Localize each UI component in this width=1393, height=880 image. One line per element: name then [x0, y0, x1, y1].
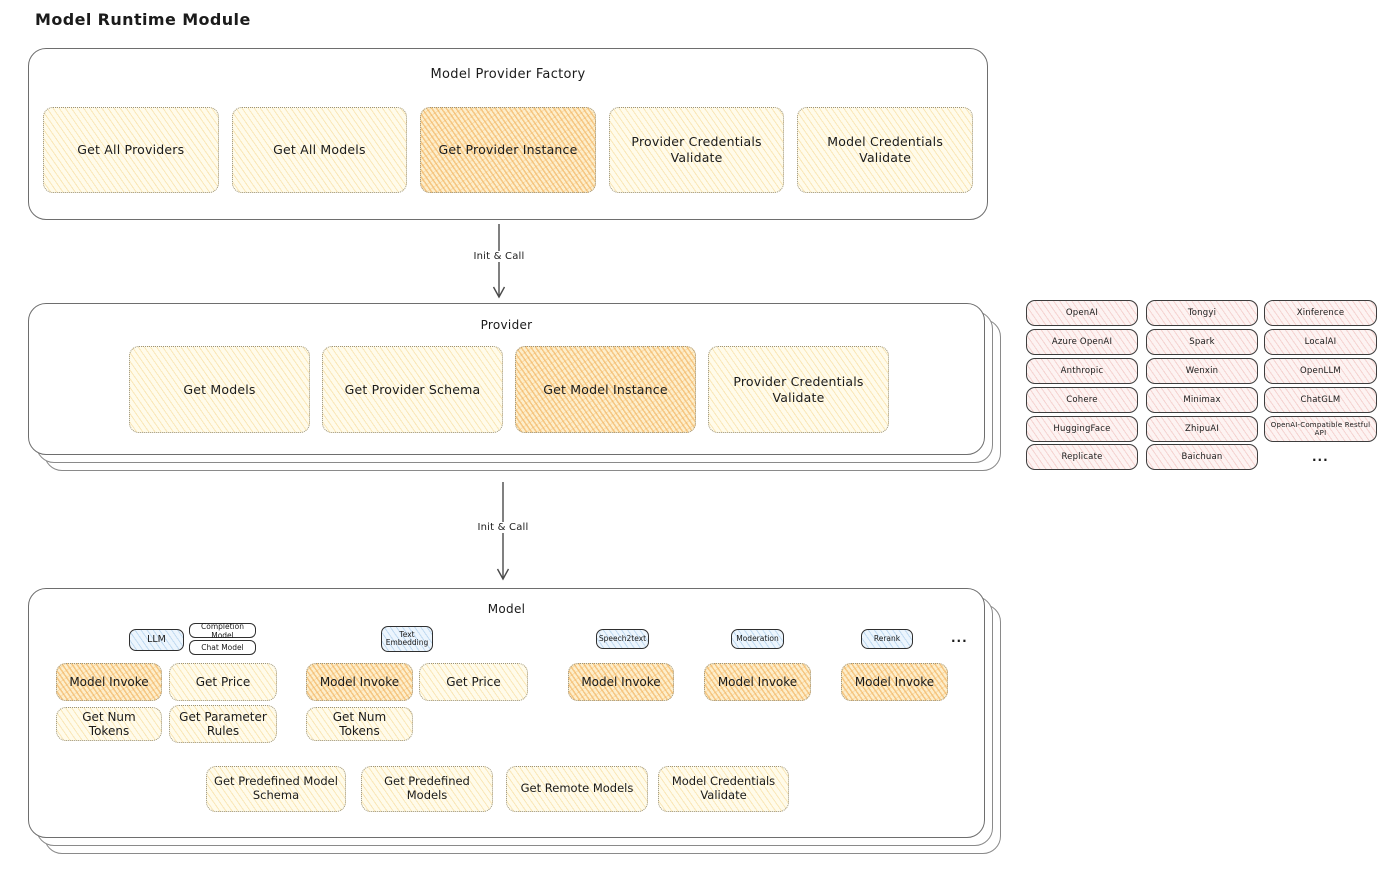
get-provider-instance-node: Get Provider Instance: [420, 107, 596, 193]
provider-chip-xinference: Xinference: [1264, 300, 1377, 326]
provider-list: OpenAI Azure OpenAI Anthropic Cohere Hug…: [1026, 300, 1378, 480]
provider-chip-minimax: Minimax: [1146, 387, 1258, 413]
provider-chip-zhipuai: ZhipuAI: [1146, 416, 1258, 442]
provider-chip-openai-compatible: OpenAI-Compatible Restful API: [1264, 416, 1377, 442]
embedding-get-price-node: Get Price: [419, 663, 528, 701]
model-panel: Model LLM Completion Model Chat Model Te…: [28, 588, 985, 838]
get-model-instance-node: Get Model Instance: [515, 346, 696, 433]
provider-chip-openllm: OpenLLM: [1264, 358, 1377, 384]
get-models-node: Get Models: [129, 346, 310, 433]
model-panel-title: Model: [487, 602, 526, 616]
provider-chip-cohere: Cohere: [1026, 387, 1138, 413]
tabs-ellipsis: ...: [951, 631, 968, 645]
get-all-providers-node: Get All Providers: [43, 107, 219, 193]
speech2text-model-invoke-node: Model Invoke: [568, 663, 674, 701]
provider-chip-huggingface: HuggingFace: [1026, 416, 1138, 442]
provider-chip-openai: OpenAI: [1026, 300, 1138, 326]
provider-chip-localai: LocalAI: [1264, 329, 1377, 355]
tab-moderation: Moderation: [731, 629, 784, 649]
provider-list-ellipsis: ...: [1312, 450, 1329, 464]
embedding-get-num-tokens-node: Get Num Tokens: [306, 707, 413, 741]
get-provider-schema-node: Get Provider Schema: [322, 346, 503, 433]
tab-completion-model: Completion Model: [189, 622, 256, 640]
get-remote-models-node: Get Remote Models: [506, 766, 648, 812]
llm-get-num-tokens-node: Get Num Tokens: [56, 707, 162, 741]
provider-credentials-validate-node: Provider Credentials Validate: [608, 107, 785, 193]
llm-get-price-node: Get Price: [169, 663, 277, 701]
provider-panel: Provider Get Models Get Provider Schema …: [28, 303, 985, 455]
provider-chip-tongyi: Tongyi: [1146, 300, 1258, 326]
embedding-model-invoke-node: Model Invoke: [306, 663, 413, 701]
tab-text-embedding: Text Embedding: [381, 626, 433, 652]
tab-chat-model: Chat Model: [189, 640, 256, 655]
model-provider-factory-panel: Model Provider Factory Get All Providers…: [28, 48, 988, 220]
get-predefined-model-schema-node: Get Predefined Model Schema: [206, 766, 346, 812]
tab-speech2text: Speech2text: [596, 629, 649, 649]
init-call-arrow-1: [492, 224, 506, 299]
provider-chip-spark: Spark: [1146, 329, 1258, 355]
provider-chip-replicate: Replicate: [1026, 444, 1138, 470]
get-predefined-models-node: Get Predefined Models: [361, 766, 493, 812]
provider-chip-chatglm: ChatGLM: [1264, 387, 1377, 413]
tab-rerank: Rerank: [861, 629, 913, 649]
llm-model-invoke-node: Model Invoke: [56, 663, 162, 701]
get-all-models-node: Get All Models: [231, 107, 408, 193]
provider-chip-anthropic: Anthropic: [1026, 358, 1138, 384]
provider-chip-wenxin: Wenxin: [1146, 358, 1258, 384]
init-call-label-2: Init & Call: [463, 522, 543, 533]
moderation-model-invoke-node: Model Invoke: [704, 663, 811, 701]
diagram-title: Model Runtime Module: [35, 10, 251, 29]
model-credentials-validate-node-2: Model Credentials Validate: [658, 766, 789, 812]
rerank-model-invoke-node: Model Invoke: [841, 663, 948, 701]
init-call-label-1: Init & Call: [459, 251, 539, 262]
provider-chip-baichuan: Baichuan: [1146, 444, 1258, 470]
provider-credentials-validate-node-2: Provider Credentials Validate: [708, 346, 889, 433]
llm-get-parameter-rules-node: Get Parameter Rules: [169, 705, 277, 743]
provider-panel-title: Provider: [480, 318, 533, 332]
factory-panel-title: Model Provider Factory: [430, 67, 586, 82]
provider-chip-azure-openai: Azure OpenAI: [1026, 329, 1138, 355]
tab-llm: LLM: [129, 629, 184, 651]
model-credentials-validate-node: Model Credentials Validate: [797, 107, 973, 193]
